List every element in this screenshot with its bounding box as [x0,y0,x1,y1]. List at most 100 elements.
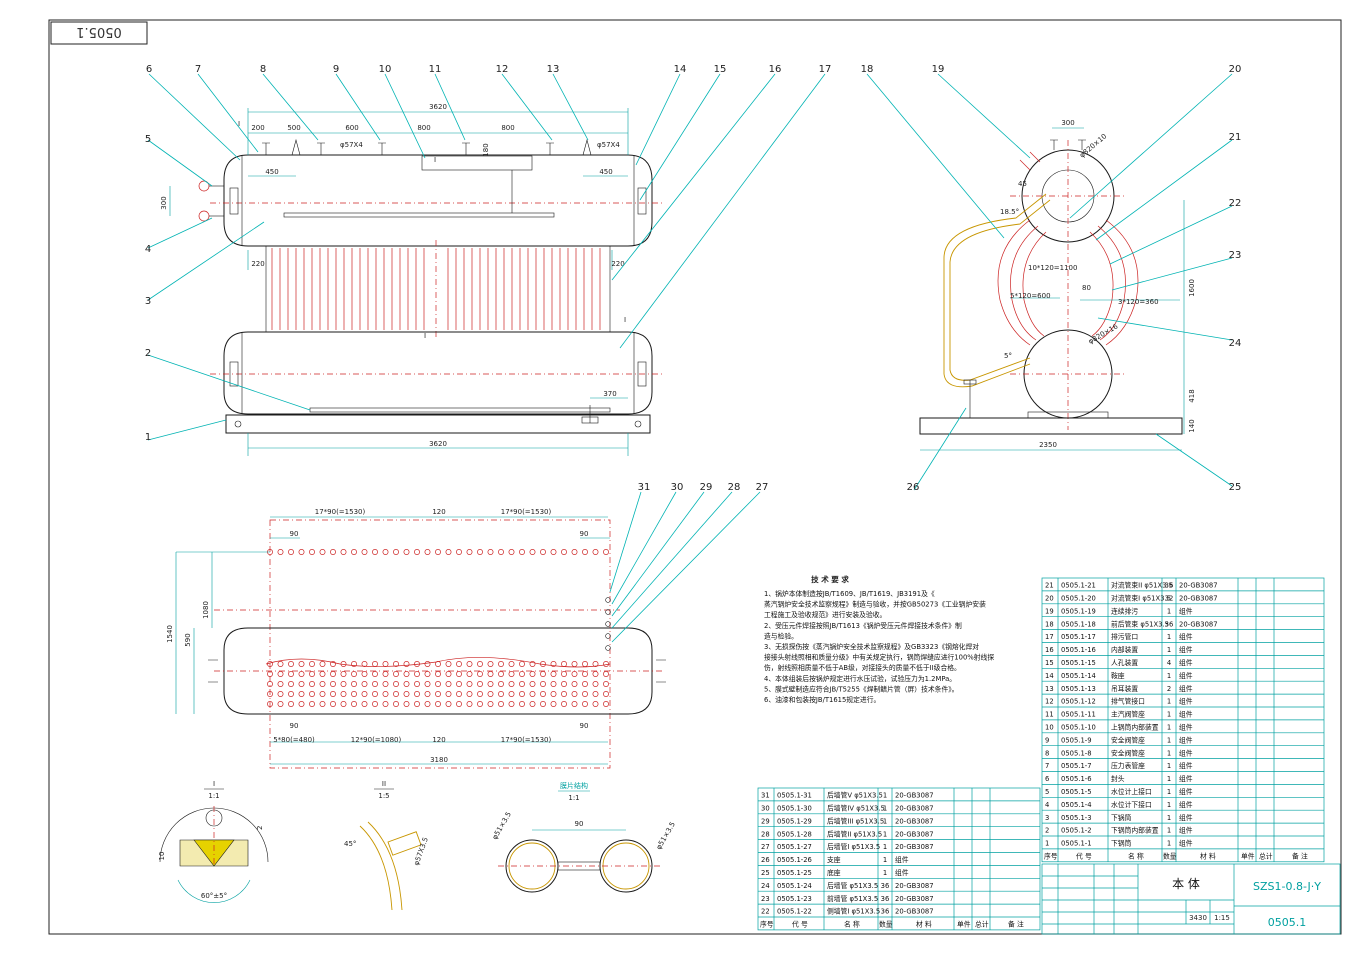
tube-hole [424,661,431,667]
tube-hole [288,681,294,687]
bom-cell: 10 [1045,724,1054,732]
bom-cell: 20-GB3087 [895,895,934,903]
bom-cell: 20-GB3087 [1179,595,1218,603]
tube-hole [550,661,557,667]
bom-cell: 对流管束II φ51X3.5 [1111,581,1173,590]
tube-hole [309,661,315,667]
bom-cell: 0505.1-18 [1061,620,1096,628]
bom-cell: 0505.1-3 [1061,814,1092,822]
bom-cell: 32 [1165,595,1174,603]
bom-cell: 组件 [1179,787,1193,796]
tube-hole [424,691,431,697]
tube-hole [298,549,305,555]
tech-note-line: 工程施工及验收规范》进行安装及验收。 [764,610,886,619]
tube-hole [351,549,357,555]
svg-text:450: 450 [265,168,278,176]
bom-cell: 19 [1045,607,1054,615]
tube-hole [571,701,578,707]
tube-hole [277,661,284,667]
tube-hole [372,701,378,707]
svg-text:10: 10 [158,852,166,861]
tube-hole [445,701,452,707]
tube-hole [288,661,294,667]
bom-cell: 7 [1045,762,1049,770]
tube-hole [309,701,315,707]
bom-cell: 支座 [827,855,841,864]
svg-text:24: 24 [1229,338,1242,349]
bom-header-cell: 名 称 [844,920,860,929]
tube-hole [351,691,357,697]
tube-hole [540,681,546,687]
svg-text:60°±5°: 60°±5° [201,892,227,900]
svg-text:3180: 3180 [430,756,448,764]
bom-cell: 20-GB3087 [895,805,934,813]
svg-text:140: 140 [1188,419,1196,432]
tube-hole [424,681,431,687]
bom-cell: 0505.1-20 [1061,595,1096,603]
bom-cell: 29 [761,817,770,825]
tube-hole [445,691,452,697]
bom-cell: 1 [1167,672,1171,680]
svg-text:300: 300 [1061,119,1074,127]
svg-text:5°: 5° [1004,352,1012,360]
tube-hole [540,701,546,707]
tube-hole [267,701,273,707]
bom-cell: 0505.1-28 [777,830,812,838]
tube-hole [603,681,609,687]
bom-cell: 31 [761,792,770,800]
svg-text:17*90(=1530): 17*90(=1530) [501,508,552,516]
tube-hole [508,701,515,707]
bom-cell: 20 [1045,595,1054,603]
bom-cell: 1 [1045,840,1049,848]
tube-hole [372,681,378,687]
tube-hole [361,661,368,667]
svg-text:590: 590 [184,633,192,646]
bom-cell: 36 [1165,582,1174,590]
side-base [919,417,1183,435]
svg-text:6: 6 [146,64,152,75]
svg-text:3: 3 [145,296,151,307]
bom-cell: 吊耳装置 [1111,684,1138,693]
svg-text:22: 22 [1229,198,1242,209]
bom-cell: 0505.1-21 [1061,582,1096,590]
svg-text:1: 1 [145,432,151,443]
bom-cell: 1 [883,817,887,825]
bom-header-cell: 材 料 [916,920,932,929]
bom-cell: 2 [1045,827,1049,835]
tube-hole [445,671,452,677]
detail-II: II 1:5 45° φ57X3.5 [344,780,430,911]
svg-text:18: 18 [861,64,874,75]
svg-text:φ57X4: φ57X4 [340,141,363,149]
bom-cell: 16 [1045,646,1054,654]
svg-text:I: I [624,316,626,324]
tube-hole [403,701,410,707]
tube-hole [403,691,410,697]
tube-hole [487,681,494,687]
rear-wall-hole [605,645,611,651]
model-number: SZS1-0.8-J·Y [1253,880,1321,893]
bom-cell: 1 [1167,724,1171,732]
drawing-frame [48,19,1342,935]
convection-tubes [271,248,601,330]
bom-header-cell: 总计 [1259,852,1273,861]
bom-cell: 组件 [1179,645,1193,654]
tube-hole [487,549,494,555]
tube-hole [330,549,336,555]
bom-header-cell: 单件 [957,920,971,929]
tube-hole [477,549,483,555]
tube-hole [519,549,525,555]
tube-hole [435,661,441,667]
svg-text:φ57X4: φ57X4 [597,141,620,149]
tube-hole [361,671,368,677]
tube-hole [267,691,273,697]
bom-cell: 21 [1045,582,1054,590]
tube-hole [319,549,326,555]
rear-wall-hole [605,609,611,615]
bom-cell: 24 [761,882,770,890]
bom-header-cell: 数量 [1163,852,1177,861]
svg-text:90: 90 [290,722,299,730]
svg-text:45°: 45° [344,840,356,848]
bom-cell: 0505.1-19 [1061,607,1096,615]
tube-hole [330,681,336,687]
